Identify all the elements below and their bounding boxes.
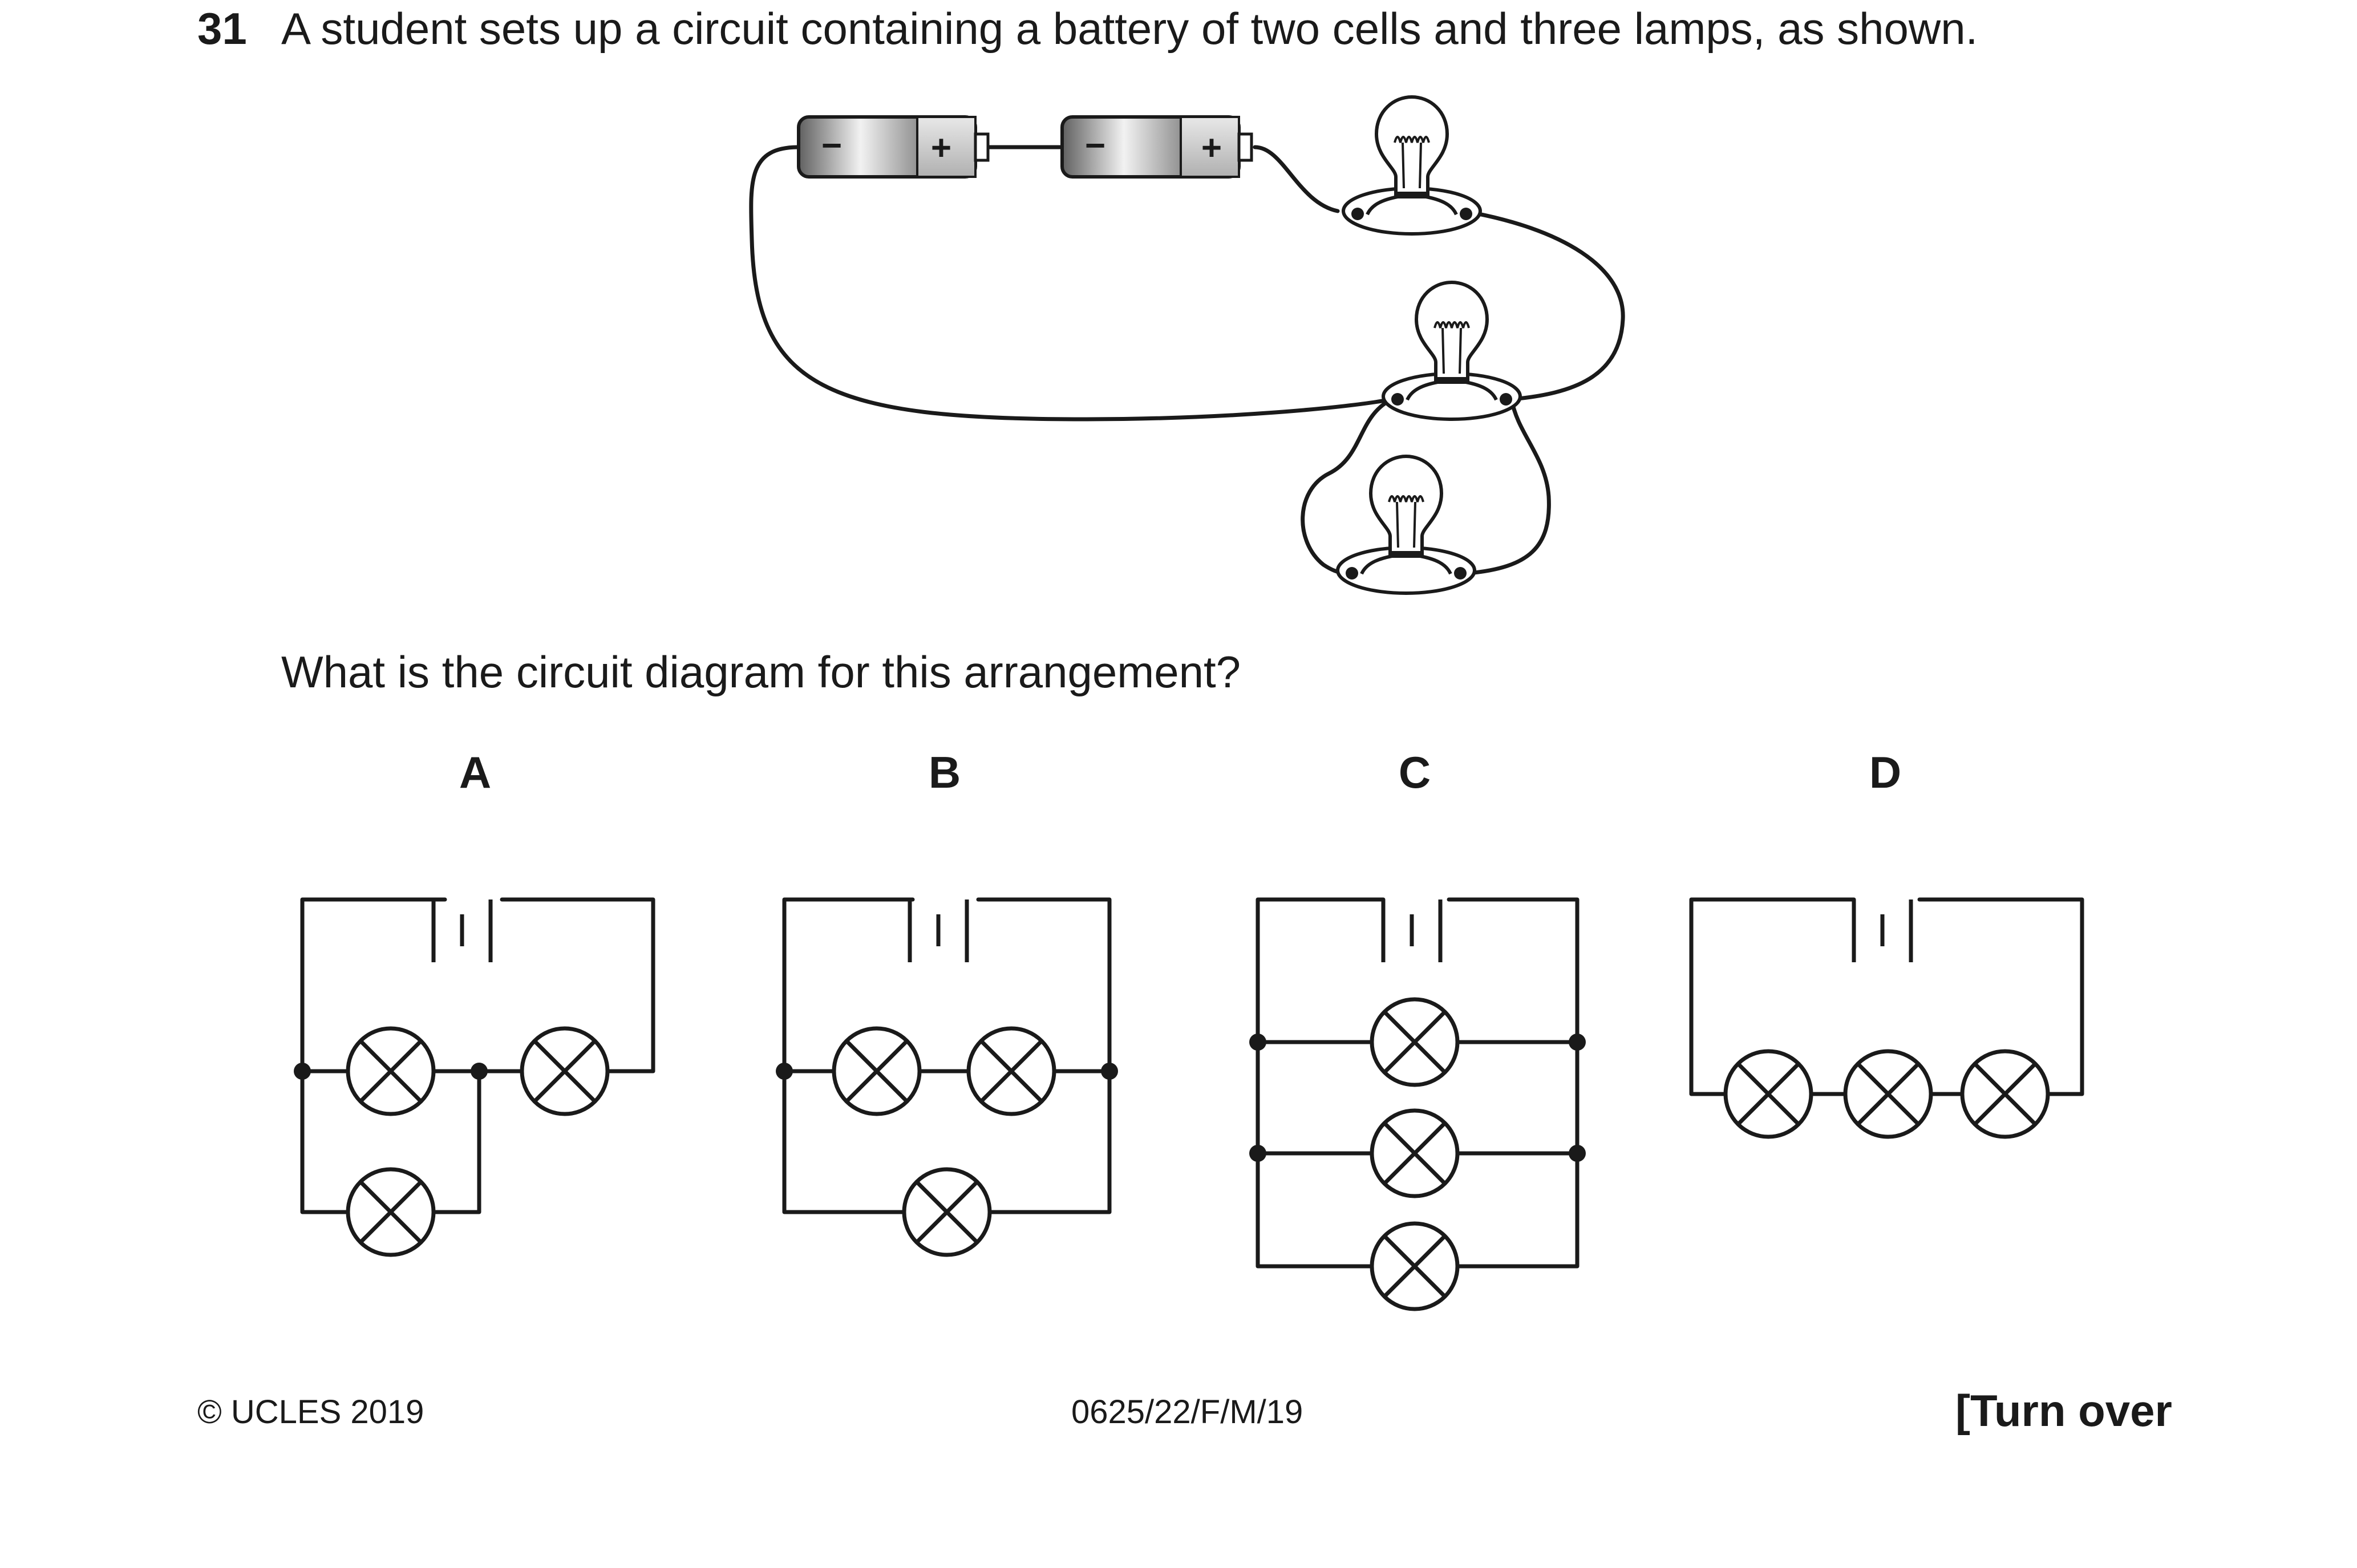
lamp-1-icon	[1343, 97, 1480, 234]
cell-2-minus: −	[1085, 126, 1105, 165]
circuit-diagram-c	[1249, 897, 1586, 1309]
cell-1: − +	[797, 115, 990, 179]
cell-1-plus: +	[931, 128, 951, 168]
cell-2-plus: +	[1201, 128, 1222, 168]
lamp-icon	[1726, 1051, 1811, 1137]
option-d-label: D	[1869, 747, 1902, 797]
option-c-label: C	[1398, 747, 1431, 797]
lamp-icon	[1845, 1051, 1931, 1137]
option-b-label: B	[928, 747, 961, 797]
pictorial-circuit: − + − +	[749, 97, 1625, 593]
option-a-label: A	[459, 747, 492, 797]
question-text: A student sets up a circuit containing a…	[281, 3, 1978, 54]
lamp-icon	[1962, 1051, 2048, 1137]
circuit-diagram-a	[294, 897, 655, 1255]
paper-code: 0625/22/F/M/19	[1071, 1393, 1303, 1431]
question-number: 31	[197, 3, 247, 54]
lamp-icon	[522, 1028, 608, 1114]
lamp-2-icon	[1383, 282, 1520, 419]
lamp-icon	[348, 1028, 434, 1114]
circuit-diagram-d	[1689, 897, 2084, 1137]
circuit-diagram-b	[776, 897, 1118, 1255]
lamp-icon	[904, 1169, 990, 1255]
cell-2: − +	[1060, 115, 1253, 179]
lamp-icon	[969, 1028, 1054, 1114]
turn-over-note: [Turn over	[1955, 1385, 2172, 1436]
copyright-notice: © UCLES 2019	[197, 1393, 424, 1431]
lamp-3-icon	[1338, 456, 1475, 593]
lamp-icon	[1372, 999, 1457, 1085]
lamp-icon	[834, 1028, 920, 1114]
lamp-icon	[1372, 1111, 1457, 1196]
question-prompt: What is the circuit diagram for this arr…	[281, 647, 1241, 697]
lamp-icon	[348, 1169, 434, 1255]
cell-1-minus: −	[821, 126, 842, 165]
lamp-icon	[1372, 1223, 1457, 1309]
